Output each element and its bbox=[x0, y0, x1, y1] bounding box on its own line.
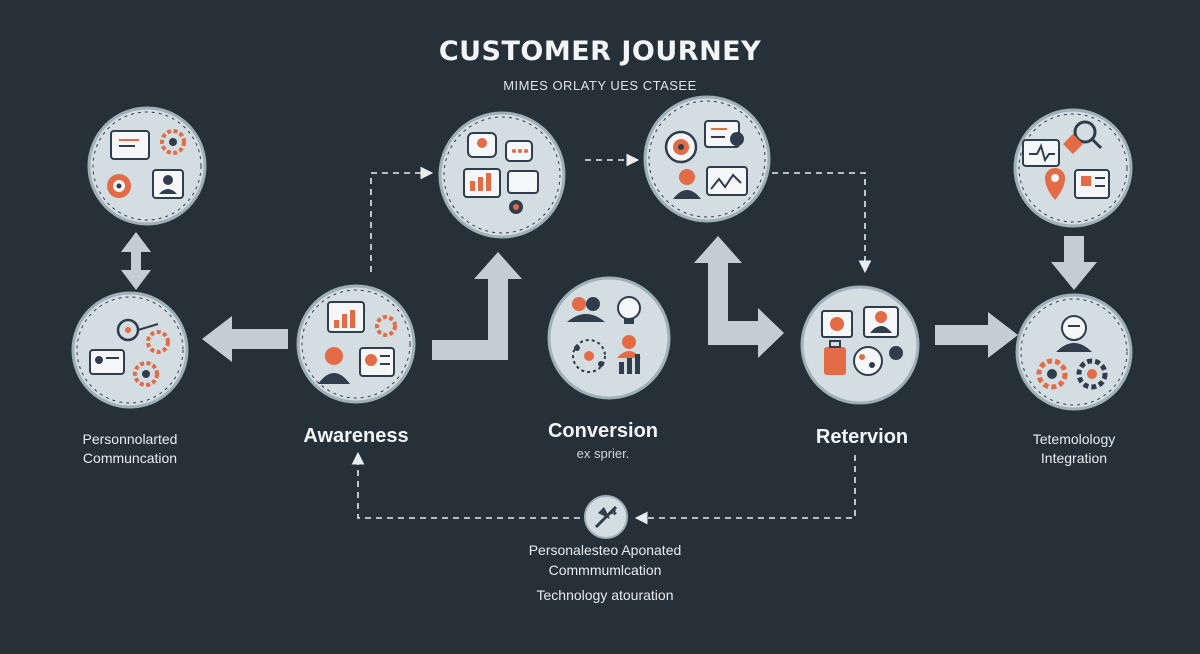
user-card-icon bbox=[863, 306, 899, 338]
label-conversion: Conversion ex sprier. bbox=[513, 418, 693, 463]
connector-retention-to-bottom bbox=[634, 455, 856, 525]
pin-icon bbox=[507, 170, 539, 214]
page-title: CUSTOMER JOURNEY bbox=[438, 36, 762, 67]
monitor-icon bbox=[1022, 139, 1060, 167]
double-arrow-left-vertical bbox=[121, 232, 151, 290]
node-conversion bbox=[547, 276, 671, 400]
id-card-icon bbox=[1074, 169, 1110, 199]
message-icon bbox=[505, 140, 533, 162]
line-chart-icon bbox=[706, 166, 748, 196]
gear-icon bbox=[375, 315, 397, 337]
person-icon bbox=[1056, 315, 1092, 352]
node-retention bbox=[800, 285, 920, 405]
person-icon bbox=[673, 169, 701, 199]
gear-icon-top bbox=[146, 330, 170, 354]
label-bottom-footer: Technology atouration bbox=[536, 587, 674, 603]
node-bottom-hub: 4 bbox=[584, 495, 628, 539]
connector-awareness-to-top-center bbox=[370, 166, 434, 272]
gear-icon-bottom bbox=[133, 361, 159, 387]
monitor-icon bbox=[110, 130, 150, 160]
arrow-retention-to-right bbox=[935, 312, 1018, 358]
label-retention: Retervion bbox=[815, 426, 909, 448]
elbow-arrow-awareness-up bbox=[432, 252, 522, 360]
node-top-left bbox=[87, 106, 207, 226]
briefcase-icon bbox=[824, 340, 846, 375]
label-conversion-title: Conversion bbox=[547, 420, 659, 442]
bar-chart-icon bbox=[327, 301, 365, 333]
label-right-line1: Tetemolology bbox=[1032, 431, 1116, 447]
label-conversion-sub: ex sprier. bbox=[576, 446, 630, 461]
target-icon bbox=[107, 174, 131, 198]
label-bottom: Personalesteo Aponated Commmumlcation bbox=[480, 540, 730, 581]
chart-monitor-icon bbox=[463, 168, 501, 198]
node-right bbox=[1015, 293, 1133, 411]
page-subtitle: MIMES ORLATY UES CTASEE bbox=[503, 78, 697, 93]
no-entry-icon: 4 bbox=[594, 505, 618, 529]
team-icon bbox=[567, 297, 605, 322]
label-awareness: Awareness bbox=[303, 425, 409, 447]
label-left-line1: Personnolarted bbox=[82, 431, 178, 447]
palette-icon bbox=[853, 346, 903, 376]
label-bottom-line2: Commmumlcation bbox=[548, 562, 662, 579]
svg-text:4: 4 bbox=[610, 507, 617, 518]
monitor-icon bbox=[89, 349, 125, 375]
location-pin-icon bbox=[1045, 168, 1065, 200]
network-icon bbox=[572, 339, 606, 373]
node-left bbox=[71, 291, 189, 409]
label-left: Personnolarted Communcation bbox=[40, 430, 220, 468]
node-awareness bbox=[296, 284, 416, 404]
user-card-icon bbox=[152, 169, 184, 199]
label-bottom-line1: Personalesteo Aponated bbox=[528, 542, 682, 558]
node-top-center bbox=[438, 111, 566, 239]
bar-chart-icon bbox=[619, 354, 640, 374]
chat-bubble-icon bbox=[467, 132, 497, 158]
target-board-icon bbox=[821, 310, 853, 338]
label-right-line2: Integration bbox=[1040, 449, 1108, 466]
gear-icon bbox=[160, 129, 186, 155]
label-right: Tetemolology Integration bbox=[984, 430, 1164, 468]
connector-top-right-to-retention bbox=[772, 172, 872, 274]
block-arrows bbox=[121, 232, 1097, 362]
label-left-line2: Communcation bbox=[82, 449, 178, 466]
arrow-awareness-to-left bbox=[202, 316, 288, 362]
elbow-arrow-down-to-retention bbox=[694, 236, 784, 358]
search-icon bbox=[1073, 120, 1103, 150]
gear-icon-right bbox=[1076, 358, 1108, 390]
dashed-connectors bbox=[351, 153, 872, 525]
document-icon bbox=[359, 347, 395, 377]
node-top-right bbox=[643, 95, 771, 223]
arrow-top-right-down bbox=[1051, 236, 1097, 290]
checklist-icon bbox=[704, 120, 744, 148]
connector-bottom-to-awareness bbox=[351, 451, 580, 519]
node-top-far-right bbox=[1013, 108, 1133, 228]
target-icon bbox=[664, 130, 698, 164]
person-icon bbox=[318, 347, 350, 384]
network-icon bbox=[116, 318, 159, 342]
diamond-icon bbox=[1063, 134, 1083, 154]
gear-icon-left bbox=[1036, 358, 1068, 390]
lightbulb-icon bbox=[617, 296, 641, 324]
